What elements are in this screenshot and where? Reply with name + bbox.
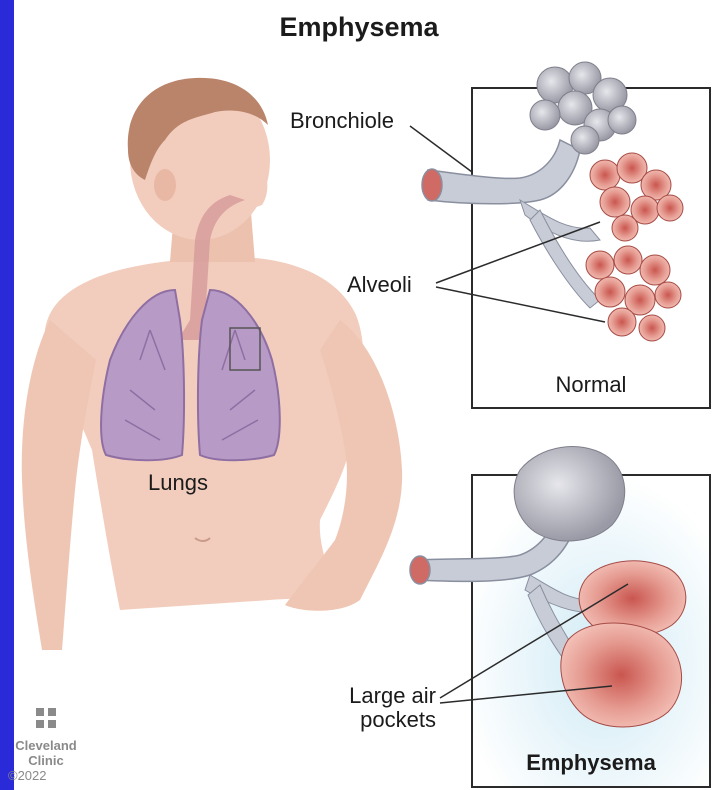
- label-emphysema-panel: Emphysema: [472, 750, 710, 776]
- label-large-air-pockets-line2: pockets: [330, 708, 436, 732]
- label-large-air-pockets-line1: Large air: [330, 684, 436, 708]
- diagram-title: Emphysema: [0, 12, 718, 43]
- credit-org-line2: Clinic: [6, 753, 86, 768]
- label-large-air-pockets: Large air pockets: [330, 684, 436, 732]
- credit-year: ©2022: [8, 768, 47, 783]
- credit-org-line1: Cleveland: [6, 738, 86, 753]
- label-alveoli: Alveoli: [347, 272, 412, 298]
- credit-organization: Cleveland Clinic: [6, 738, 86, 768]
- label-bronchiole: Bronchiole: [290, 108, 394, 134]
- label-normal: Normal: [472, 372, 710, 398]
- label-lungs: Lungs: [148, 470, 208, 496]
